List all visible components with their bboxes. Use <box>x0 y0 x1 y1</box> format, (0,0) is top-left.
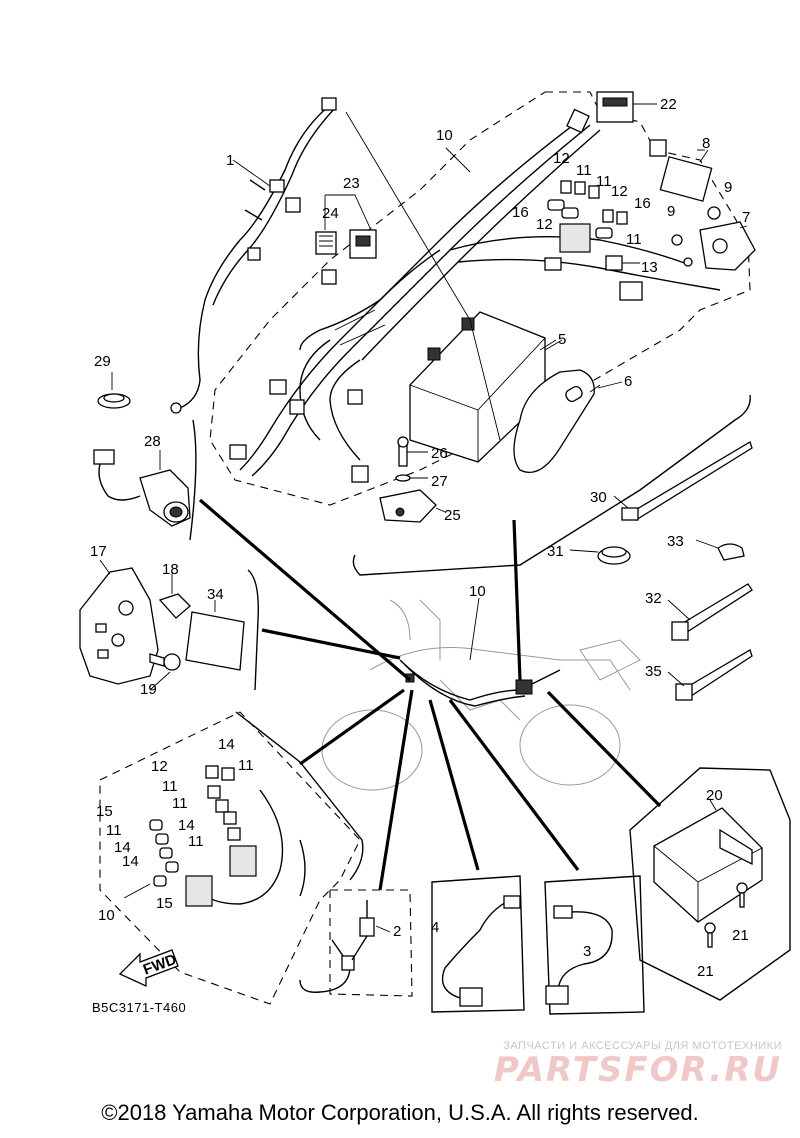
drawing-code: B5C3171-T460 <box>92 1000 187 1015</box>
callout-28: 28 <box>144 433 161 450</box>
parts-2-3-4-sensors <box>351 875 645 1015</box>
fwd-arrow: FWD <box>118 949 179 988</box>
callout-11d: 11 <box>238 757 254 774</box>
callout-12b: 12 <box>611 183 628 200</box>
callout-2: 2 <box>393 923 401 940</box>
callout-15b: 15 <box>156 895 173 912</box>
bottom-left-group <box>99 711 413 1005</box>
callout-33: 33 <box>667 533 684 550</box>
callout-29: 29 <box>94 353 111 370</box>
callout-21b: 21 <box>697 963 714 980</box>
callout-6: 6 <box>624 373 632 390</box>
parts-30-35-ties <box>569 441 753 701</box>
fuse-cluster-top <box>547 180 640 271</box>
callout-25: 25 <box>444 507 461 524</box>
callout-35: 35 <box>645 663 662 680</box>
callout-12a: 12 <box>553 150 570 167</box>
watermark: ЗАПЧАСТИ И АКСЕССУАРЫ ДЛЯ МОТОТЕХНИКИ PA… <box>494 1040 782 1088</box>
callout-11f: 11 <box>172 795 188 812</box>
callout-18: 18 <box>162 561 179 578</box>
callout-3: 3 <box>583 943 591 960</box>
parts-5-6-battery <box>409 311 601 474</box>
callout-14c: 14 <box>114 839 131 856</box>
fwd-label: FWD <box>141 951 179 979</box>
callout-19: 19 <box>140 681 157 698</box>
motorcycle-silhouette <box>321 599 641 791</box>
parts-25-26-27 <box>379 436 446 523</box>
parts-20-21-ecu <box>629 767 791 1001</box>
callouts: 1 2 3 4 5 6 7 8 9 9 10 10 10 11 11 11 11… <box>90 96 750 980</box>
callout-4: 4 <box>431 919 439 936</box>
callout-7: 7 <box>742 209 750 226</box>
callout-22: 22 <box>660 96 677 113</box>
callout-11b: 11 <box>596 173 612 190</box>
callout-16b: 16 <box>634 195 651 212</box>
callout-17: 17 <box>90 543 107 560</box>
callout-9b: 9 <box>667 203 675 220</box>
callout-32: 32 <box>645 590 662 607</box>
callout-26: 26 <box>431 445 448 462</box>
parts-22-8-7-9 <box>596 91 756 271</box>
callout-27: 27 <box>431 473 448 490</box>
callout-1: 1 <box>226 152 234 169</box>
part-10-main-harness-top <box>229 108 721 483</box>
callout-30: 30 <box>590 489 607 506</box>
callout-10b: 10 <box>469 583 486 600</box>
callout-12c: 12 <box>536 216 553 233</box>
callout-5: 5 <box>558 331 566 348</box>
callout-11h: 11 <box>188 833 204 850</box>
callout-14b: 14 <box>178 817 195 834</box>
callout-10c: 10 <box>98 907 115 924</box>
callout-14a: 14 <box>218 736 235 753</box>
callout-10a: 10 <box>436 127 453 144</box>
leader-lines <box>123 103 748 933</box>
callout-14d: 14 <box>122 853 139 870</box>
callout-11g: 11 <box>106 822 122 839</box>
watermark-subtitle: ЗАПЧАСТИ И АКСЕССУАРЫ ДЛЯ МОТОТЕХНИКИ <box>503 1040 782 1052</box>
callout-20: 20 <box>706 787 723 804</box>
callout-11e: 11 <box>162 778 178 795</box>
callout-34: 34 <box>207 586 224 603</box>
callout-24: 24 <box>322 205 339 222</box>
callout-15a: 15 <box>96 803 113 820</box>
watermark-brand: PARTSFOR.RU <box>493 1050 782 1090</box>
parts-28-29 <box>93 372 197 541</box>
callout-11c: 11 <box>626 231 642 248</box>
callout-9a: 9 <box>724 179 732 196</box>
parts-23-24-relay <box>315 194 377 259</box>
left-middle-group <box>79 559 259 691</box>
callout-21a: 21 <box>732 927 749 944</box>
callout-23: 23 <box>343 175 360 192</box>
pointer-lines <box>198 498 662 891</box>
part-1-sub-harness <box>170 97 337 414</box>
callout-13: 13 <box>641 259 658 276</box>
copyright-notice: ©2018 Yamaha Motor Corporation, U.S.A. A… <box>101 1100 699 1125</box>
callout-12d: 12 <box>151 758 168 775</box>
callout-11a: 11 <box>576 162 592 179</box>
callout-8: 8 <box>702 135 710 152</box>
callout-16a: 16 <box>512 204 529 221</box>
callout-31: 31 <box>547 543 564 560</box>
